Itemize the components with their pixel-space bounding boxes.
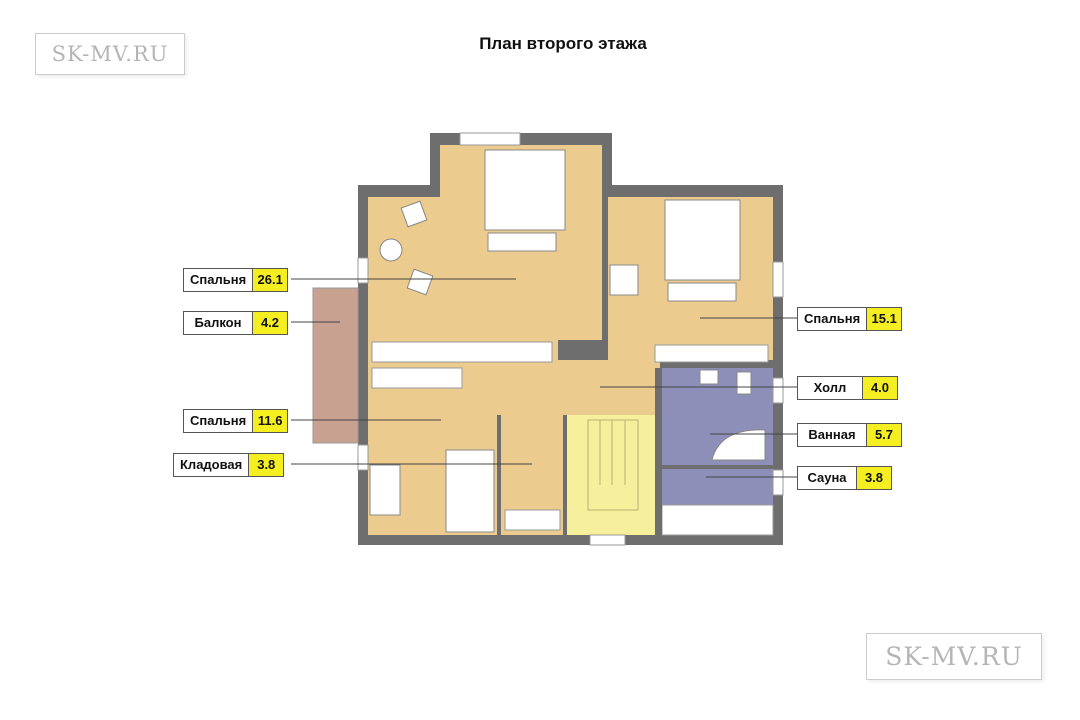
- room-area: 4.0: [862, 377, 897, 399]
- room-label-bedroom-11: Спальня 11.6: [183, 409, 289, 433]
- room-label-bedroom-26: Спальня 26.1: [183, 268, 289, 292]
- plan-title: План второго этажа: [479, 34, 647, 53]
- room-label-bathroom: Ванная 5.7: [797, 423, 902, 447]
- balcony: [312, 287, 359, 444]
- storage-shelf: [504, 509, 561, 531]
- windows: [357, 132, 784, 546]
- armchair: [400, 200, 428, 228]
- room-name: Кладовая: [180, 457, 243, 472]
- bed: [664, 199, 741, 281]
- room-area: 3.8: [856, 467, 891, 489]
- room-area: 11.6: [252, 410, 288, 432]
- bench: [667, 282, 737, 302]
- wardrobe: [371, 341, 553, 363]
- vanity-counter: [654, 344, 769, 363]
- bed: [484, 149, 566, 231]
- room-name: Спальня: [190, 272, 247, 287]
- room-label-hall: Холл 4.0: [797, 376, 898, 400]
- bench: [487, 232, 557, 252]
- sauna-bench: [661, 504, 774, 536]
- interior-wall: [497, 415, 501, 535]
- room-area: 26.1: [252, 269, 288, 291]
- room-name: Спальня: [804, 311, 861, 326]
- interior-wall: [563, 415, 567, 535]
- desk: [369, 464, 401, 516]
- room-name: Балкон: [194, 315, 242, 330]
- toilet: [736, 371, 752, 395]
- room-area: 15.1: [866, 308, 902, 330]
- bed-small: [445, 449, 495, 533]
- room-label-storage: Кладовая 3.8: [173, 453, 285, 477]
- room-label-bedroom-15: Спальня 15.1: [797, 307, 903, 331]
- wardrobe: [371, 367, 463, 389]
- watermark-logo-top: SK-MV.RU: [35, 33, 185, 75]
- room-area: 4.2: [252, 312, 287, 334]
- interior-wall: [655, 368, 662, 535]
- interior-wall: [662, 465, 773, 469]
- sink: [699, 369, 719, 385]
- room-name: Холл: [813, 380, 847, 395]
- room-area: 3.8: [248, 454, 284, 476]
- stair-treads: [587, 419, 639, 511]
- interior-wall: [602, 197, 608, 360]
- room-name: Спальня: [190, 413, 247, 428]
- fireplace: [609, 264, 639, 296]
- room-area: 5.7: [866, 424, 901, 446]
- room-name: Сауна: [807, 470, 847, 485]
- room-name: Ванная: [808, 427, 856, 442]
- room-label-balcony: Балкон 4.2: [183, 311, 288, 335]
- watermark-logo-bottom: SK-MV.RU: [866, 633, 1042, 680]
- room-label-sauna: Сауна 3.8: [797, 466, 892, 490]
- round-table: [379, 238, 403, 262]
- leader-lines: [291, 278, 797, 478]
